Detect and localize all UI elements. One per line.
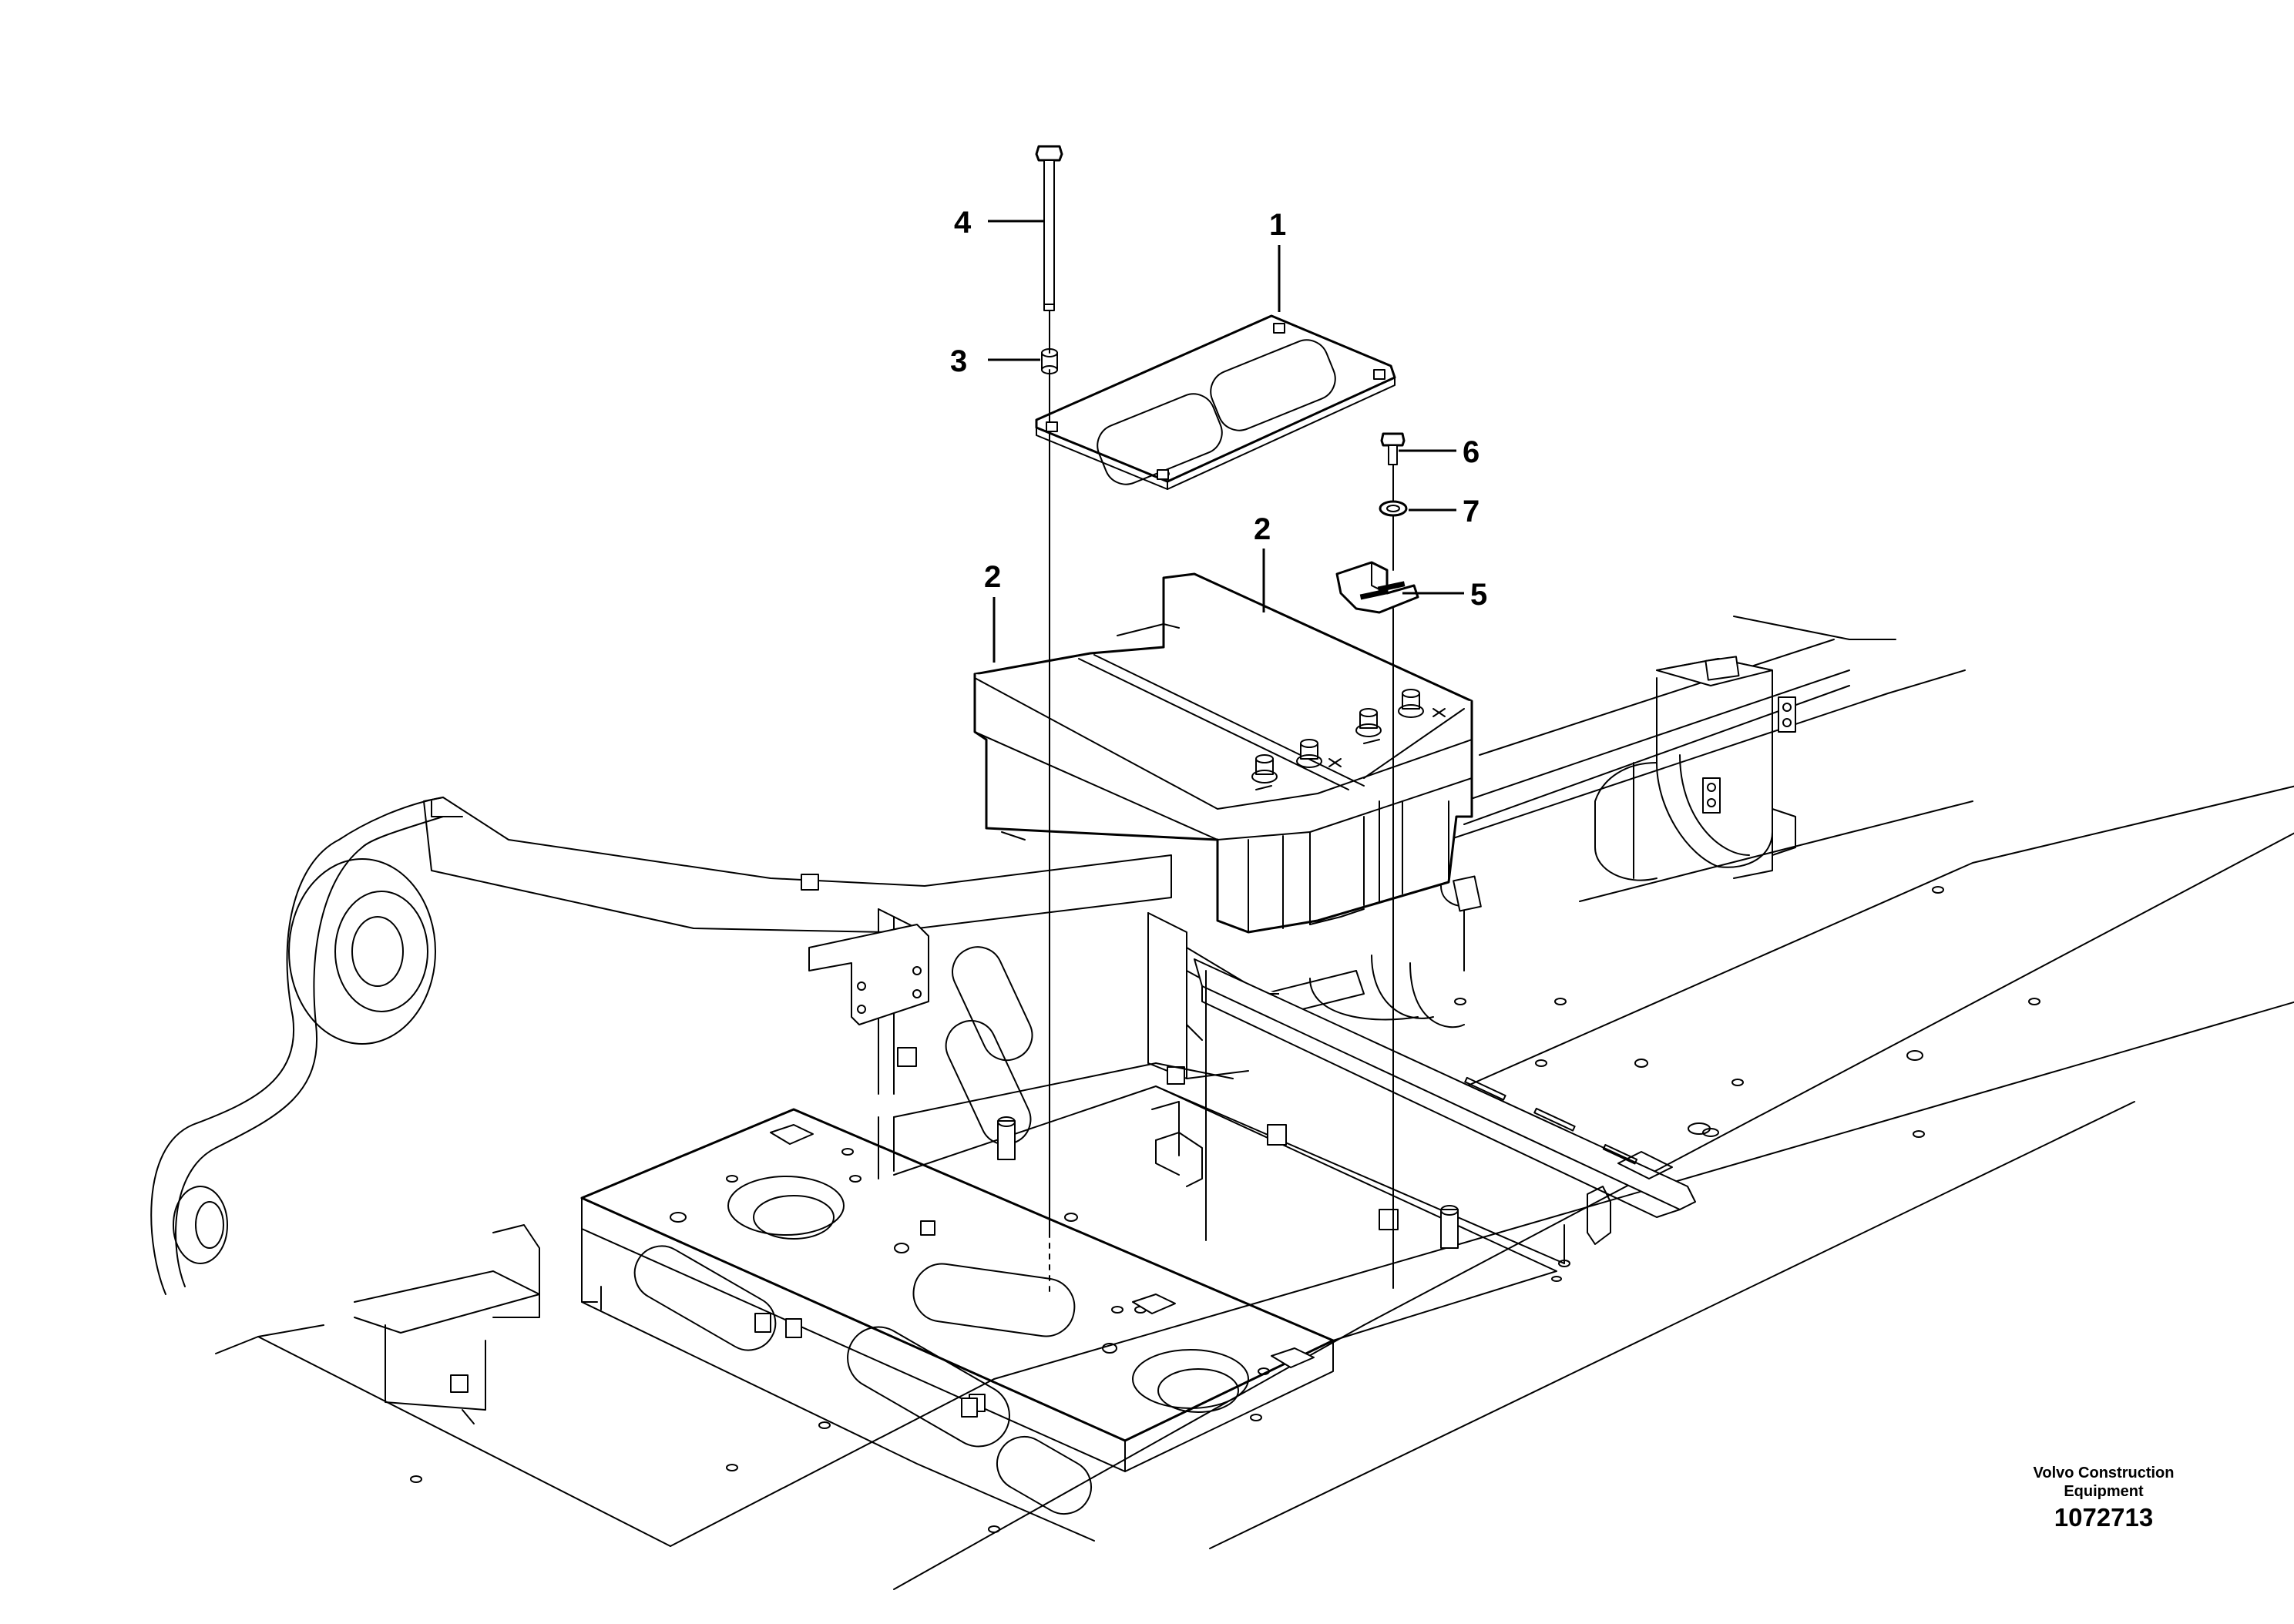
long-bolt [1035,145,1063,311]
drawing-number: 1072713 [2054,1503,2154,1532]
battery-cover-plate [1035,314,1396,490]
callout-labels: 1 2 2 3 4 5 6 7 [950,206,1487,612]
platform-holes [410,886,2040,1533]
drawing-caption: Volvo Construction Equipment 1072713 [1957,1464,2250,1533]
tray-floor [893,998,1557,1341]
boom-bracket [150,797,1172,1424]
washer [1379,500,1408,517]
battery-terminals [1251,689,1446,790]
side-rail [1155,958,1696,1245]
hold-down-clamp [1335,561,1419,614]
small-bolt [1380,432,1406,465]
assembly-lines [1049,310,1394,1295]
callout-6: 6 [1463,435,1480,469]
callout-4: 4 [954,206,972,240]
callout-leaders [988,220,1464,663]
battery-support-frame [808,908,1365,1146]
callout-1: 1 [1269,208,1286,242]
callout-7: 7 [1463,495,1480,528]
callout-2-left: 2 [984,560,1001,594]
rear-mount-structure [1309,656,1796,1028]
batteries [973,572,1473,934]
floor-plate [580,1062,1565,1542]
callout-3: 3 [950,344,967,378]
manufacturer-name-line1: Volvo Construction [2033,1465,2175,1481]
callout-5: 5 [1470,578,1487,612]
callout-2-right: 2 [1254,512,1271,546]
manufacturer-name-line2: Equipment [2064,1483,2144,1500]
